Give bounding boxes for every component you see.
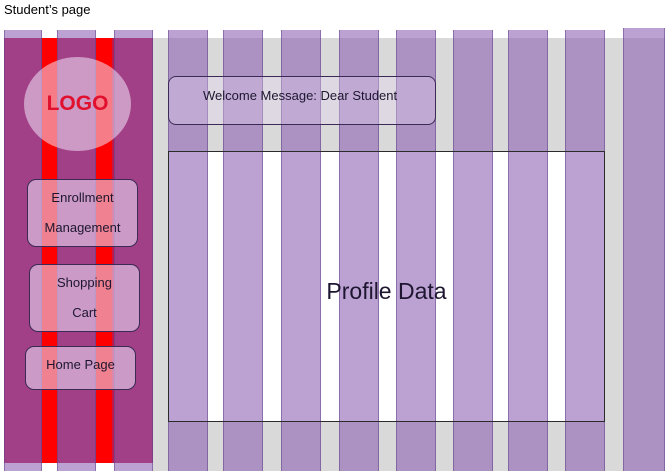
enrollment-management-label: Enrollment Management: [45, 183, 121, 243]
enrollment-management-button[interactable]: Enrollment Management: [27, 179, 138, 247]
enrollment-management-label-line2: Management: [44, 220, 121, 235]
grid-column: [223, 30, 263, 471]
logo[interactable]: LOGO: [24, 57, 131, 151]
shopping-cart-label-line1: Shopping: [57, 275, 112, 290]
home-page-button[interactable]: Home Page: [25, 346, 136, 390]
grid-column: [453, 30, 493, 471]
grid-column: [623, 28, 665, 471]
shopping-cart-label-line2: Cart: [72, 305, 97, 320]
grid-column: [508, 30, 548, 471]
grid-column: [281, 30, 321, 471]
profile-data-panel: Profile Data: [168, 151, 605, 422]
welcome-message-box: Welcome Message: Dear Student: [168, 76, 436, 125]
grid-column: [168, 30, 208, 471]
enrollment-management-label-line1: Enrollment: [51, 190, 114, 205]
grid-column: [396, 30, 436, 471]
profile-data-label: Profile Data: [326, 278, 447, 304]
shopping-cart-button[interactable]: Shopping Cart: [29, 264, 140, 332]
grid-column: [339, 30, 379, 471]
page-title: Student’s page: [4, 2, 91, 17]
welcome-message: Welcome Message: Dear Student: [203, 88, 398, 103]
shopping-cart-label: Shopping Cart: [57, 268, 112, 328]
home-page-label: Home Page: [46, 357, 115, 372]
